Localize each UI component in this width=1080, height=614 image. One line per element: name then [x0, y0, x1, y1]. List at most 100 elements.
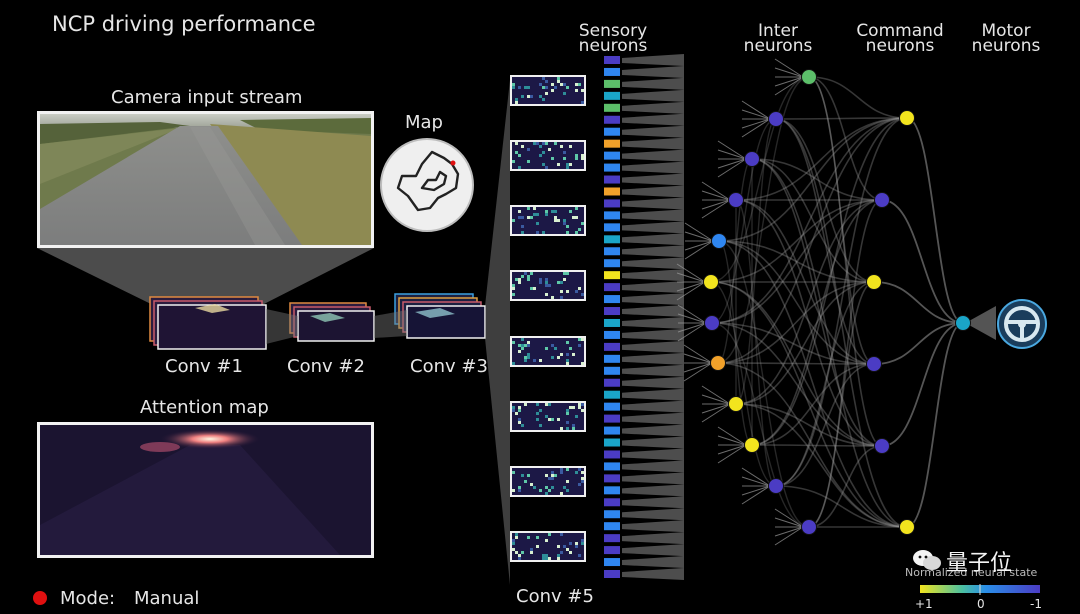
sensory-neuron	[604, 56, 620, 64]
synapse	[751, 117, 908, 446]
synapse	[718, 240, 753, 446]
sensory-header: Sensory neurons	[575, 21, 651, 55]
synapse	[808, 76, 883, 447]
camera-input-frame	[37, 111, 374, 248]
inter-neuron	[744, 151, 760, 167]
input-arrow	[677, 304, 707, 324]
sensory-neuron	[604, 163, 620, 172]
sensory-wedge	[622, 376, 684, 389]
legend-colorbar	[920, 584, 1040, 595]
sensory-wedge	[622, 101, 684, 114]
mode-label: Mode:	[60, 588, 116, 609]
sensory-wedge	[622, 520, 684, 533]
input-arrow	[741, 467, 771, 487]
synapse	[710, 281, 883, 447]
conv3-label: Conv #3	[410, 356, 488, 377]
sensory-wedge	[622, 137, 684, 150]
command-header-line1: Command	[856, 21, 944, 41]
command-neuron	[874, 438, 890, 454]
sensory-neuron	[604, 390, 620, 399]
synapse	[735, 118, 777, 405]
sensory-neuron	[604, 450, 620, 459]
sensory-neuron	[604, 79, 620, 88]
input-arrow	[774, 517, 804, 528]
sensory-wedge	[622, 556, 684, 569]
motor-header-line1: Motor	[981, 21, 1031, 41]
feature-map	[510, 401, 586, 432]
inter-neuron	[710, 355, 726, 371]
synapse	[873, 281, 964, 324]
legend-tick-zero: 0	[977, 597, 985, 611]
input-arrow	[717, 158, 747, 178]
synapse	[873, 322, 964, 365]
synapse	[717, 76, 810, 364]
mode-value: Manual	[134, 588, 200, 609]
synapse	[711, 199, 883, 324]
synapse	[710, 76, 810, 283]
synapse	[808, 76, 908, 119]
synapse	[735, 199, 883, 447]
feature-map	[510, 205, 586, 236]
sensory-neuron	[604, 546, 620, 555]
synapse	[717, 117, 908, 364]
wechat-logo-icon	[913, 550, 941, 570]
input-arrow	[774, 526, 804, 537]
input-arrow	[774, 76, 804, 96]
synapse	[735, 117, 908, 201]
input-arrow	[701, 190, 731, 201]
motor-output-projection	[969, 306, 996, 340]
sensory-wedge	[622, 161, 684, 174]
synapse	[775, 117, 908, 487]
camera-label: Camera input stream	[111, 87, 303, 108]
inter-neuron	[728, 396, 744, 412]
input-arrow	[774, 526, 804, 546]
sensory-neuron	[604, 127, 620, 136]
inter-neuron	[801, 519, 817, 535]
input-arrow	[683, 344, 713, 364]
sensory-wedge	[622, 364, 684, 377]
sensory-wedge	[622, 412, 684, 425]
sensory-neuron	[604, 534, 620, 543]
synapse	[711, 118, 777, 324]
mode-indicator-icon	[33, 591, 47, 605]
sensory-neuron	[604, 378, 620, 387]
motor-header: Motor neurons	[968, 21, 1044, 55]
input-arrow	[741, 485, 771, 505]
input-arrow	[676, 272, 706, 283]
sensory-wedge	[622, 209, 684, 222]
input-arrow	[774, 58, 804, 78]
input-arrow	[741, 118, 771, 129]
input-arrow	[717, 444, 747, 464]
sensory-header-line1: Sensory	[578, 21, 648, 41]
synapse	[751, 158, 883, 201]
command-neuron	[866, 274, 882, 290]
input-arrow	[677, 313, 707, 324]
sensory-wedge	[622, 508, 684, 521]
synapse	[710, 199, 883, 283]
sensory-neuron	[604, 462, 620, 471]
sensory-neuron	[604, 307, 620, 316]
position-marker	[450, 160, 456, 166]
sensory-neuron	[604, 103, 620, 112]
synapse	[718, 240, 875, 365]
steering-wheel-icon	[997, 299, 1047, 349]
input-arrow	[676, 281, 706, 301]
attention-image	[40, 425, 371, 555]
command-neuron	[899, 110, 915, 126]
sensory-wedge	[622, 221, 684, 234]
sensory-neuron	[604, 187, 620, 196]
command-neuron	[874, 192, 890, 208]
sensory-neuron	[604, 199, 620, 208]
synapse	[808, 445, 883, 528]
input-arrow	[701, 394, 731, 405]
feature-map	[510, 336, 586, 367]
figure-title: NCP driving performance	[52, 12, 316, 36]
sensory-wedge	[622, 113, 684, 126]
input-arrow	[717, 140, 747, 160]
synapse	[808, 281, 875, 528]
conv2-stack	[289, 302, 375, 342]
synapse-edges	[676, 58, 996, 546]
